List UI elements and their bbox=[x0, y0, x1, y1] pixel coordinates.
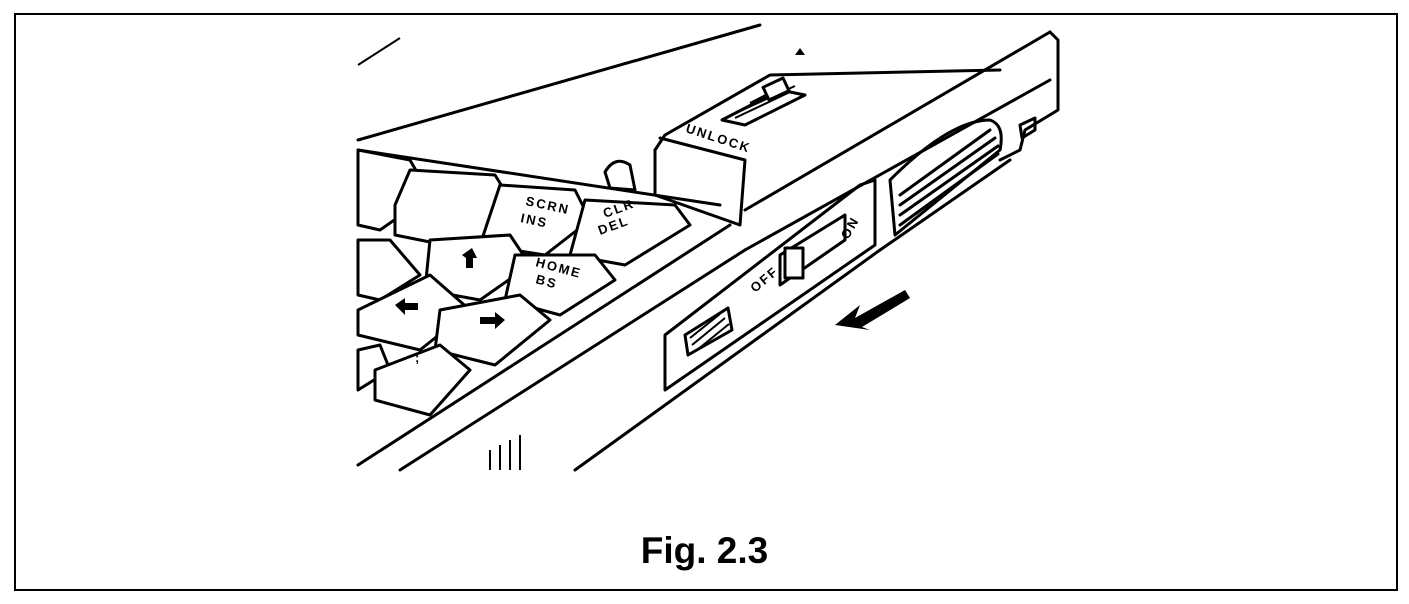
right-arrow-icon bbox=[480, 312, 505, 329]
semicolon-glyph: ; bbox=[415, 350, 421, 365]
power-switch-slot bbox=[778, 213, 847, 287]
figure-frame bbox=[14, 13, 1398, 591]
key-home-bs[interactable] bbox=[503, 253, 617, 317]
eject-tab bbox=[603, 159, 637, 192]
vent-grill bbox=[888, 118, 1003, 237]
volume-dial[interactable] bbox=[683, 306, 734, 357]
case-notch bbox=[1018, 116, 1037, 140]
keyboard-bezel-front-2 bbox=[398, 248, 747, 472]
keyboard-bezel-front bbox=[356, 223, 732, 467]
ins-label: INS bbox=[519, 210, 549, 230]
case-top-front-edge bbox=[743, 30, 1052, 212]
cartridge-block bbox=[653, 136, 747, 227]
bs-label: BS bbox=[534, 271, 559, 291]
direction-arrow-icon bbox=[835, 290, 910, 330]
cartridge-top bbox=[653, 68, 1002, 152]
keyboard-bezel-top bbox=[356, 148, 722, 207]
case-edge-line bbox=[357, 37, 401, 66]
key-partial-2[interactable] bbox=[356, 238, 422, 302]
case-right-end bbox=[998, 30, 1060, 162]
unlock-slider[interactable] bbox=[720, 76, 807, 127]
key-right-arrow[interactable] bbox=[433, 293, 552, 367]
key-semicolon[interactable] bbox=[373, 343, 472, 417]
case-bottom-edge bbox=[573, 248, 882, 472]
unlock-arrow-icon bbox=[795, 48, 805, 55]
switch-panel bbox=[663, 178, 877, 392]
case-top-back-edge bbox=[356, 23, 762, 142]
figure-caption: Fig. 2.3 bbox=[640, 530, 769, 571]
bottom-ribs bbox=[489, 435, 521, 470]
up-arrow-icon bbox=[462, 248, 477, 268]
left-arrow-icon bbox=[395, 298, 418, 315]
power-switch[interactable] bbox=[783, 246, 805, 280]
key-clr-del[interactable] bbox=[568, 198, 692, 267]
case-side-line bbox=[743, 78, 1052, 252]
case-bottom-edge-right bbox=[878, 158, 1012, 252]
